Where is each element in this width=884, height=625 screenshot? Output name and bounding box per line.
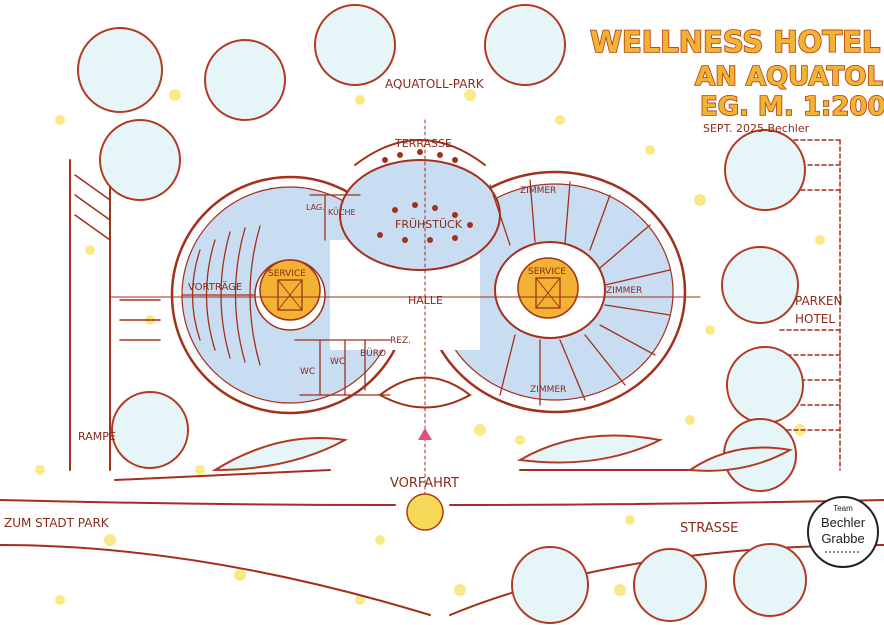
- room-walls-right: [489, 179, 671, 406]
- hedges: [211, 434, 793, 472]
- small-rooms: [294, 194, 391, 396]
- label-vortraege: VORTRÄGE: [188, 280, 242, 293]
- label-rez: REZ.: [390, 336, 411, 346]
- label-parken: PARKEN: [795, 294, 842, 308]
- label-rampe: RAMPE: [78, 430, 116, 443]
- service-cores: [259, 257, 579, 321]
- left-parking: [74, 174, 161, 341]
- team-logo: Team Bechler Grabbe: [807, 496, 879, 568]
- title-line3: EG. M. 1:200: [700, 92, 884, 122]
- label-wc-1: WC: [300, 367, 315, 377]
- terrasse: [354, 139, 486, 243]
- label-wc-2: WC: [330, 357, 345, 367]
- label-hotel: HOTEL: [795, 312, 835, 326]
- logo-name2: Grabbe: [821, 531, 864, 546]
- title-date: SEPT. 2025 Bechler: [703, 122, 810, 135]
- label-zimmer-right: ZIMMER: [606, 286, 642, 296]
- label-zimmer-top: ZIMMER: [520, 186, 556, 196]
- label-lager: LAG.: [306, 203, 325, 212]
- logo-name1: Bechler: [821, 515, 866, 530]
- label-buero: BÜRO: [360, 348, 386, 359]
- label-fruehstueck: FRÜHSTÜCK: [395, 218, 463, 231]
- axis-lines: [109, 119, 701, 506]
- logo-team: Team: [833, 504, 853, 513]
- label-vorfahrt: VORFAHRT: [390, 476, 459, 491]
- label-kueche: KÜCHE: [328, 207, 356, 217]
- plan-labels: AQUATOLL-PARK TERRASSE FRÜHSTÜCK LAG. KÜ…: [4, 77, 842, 536]
- entrance-marker: [406, 428, 444, 531]
- label-zum-stadtpark: ZUM STADT PARK: [4, 516, 110, 530]
- trees: [77, 4, 807, 624]
- lecture-rows: [181, 225, 261, 366]
- label-aquatoll-park: AQUATOLL-PARK: [385, 77, 485, 91]
- title-block: WELLNESS HOTEL AN AQUATOLL EG. M. 1:200 …: [589, 24, 884, 135]
- label-service-left: SERVICE: [268, 269, 306, 279]
- title-line2: AN AQUATOLL: [695, 62, 884, 92]
- title-line1: WELLNESS HOTEL: [590, 25, 880, 59]
- label-zimmer-bottom: ZIMMER: [530, 385, 566, 395]
- label-terrasse: TERRASSE: [394, 137, 452, 150]
- label-halle: HALLE: [408, 294, 443, 307]
- label-service-right: SERVICE: [528, 267, 566, 277]
- label-strasse: STRASSE: [680, 521, 738, 536]
